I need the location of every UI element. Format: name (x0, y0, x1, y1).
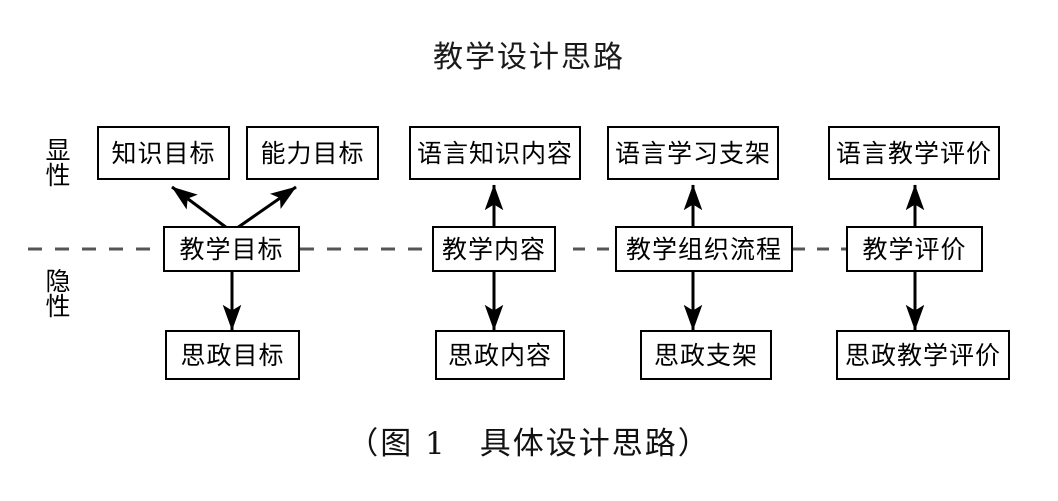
node-language-knowledge-content[interactable]: 语言知识内容 (409, 126, 581, 180)
node-ideological-scaffold[interactable]: 思政支架 (640, 330, 772, 380)
page-title: 教学设计思路 (433, 40, 625, 75)
node-language-learning-scaffold[interactable]: 语言学习支架 (607, 126, 779, 180)
arrow-objective-to-knowledge (171, 185, 228, 230)
arrow-objective-to-ability (236, 185, 297, 230)
node-teaching-organization-process[interactable]: 教学组织流程 (615, 226, 793, 272)
node-ideological-teaching-evaluation[interactable]: 思政教学评价 (836, 330, 1010, 380)
figure-caption: （图 1 具体设计思路） (347, 426, 711, 462)
zone-label-implicit: 隐性 (42, 268, 71, 318)
node-language-teaching-evaluation[interactable]: 语言教学评价 (828, 126, 1000, 180)
node-knowledge-objective[interactable]: 知识目标 (97, 126, 230, 180)
node-teaching-objective[interactable]: 教学目标 (163, 226, 300, 272)
node-teaching-content[interactable]: 教学内容 (432, 226, 556, 272)
node-ideological-objective[interactable]: 思政目标 (165, 330, 300, 380)
node-teaching-evaluation[interactable]: 教学评价 (846, 226, 983, 272)
zone-label-explicit: 显性 (42, 137, 71, 187)
node-ability-objective[interactable]: 能力目标 (246, 126, 379, 180)
node-ideological-content[interactable]: 思政内容 (435, 330, 565, 380)
